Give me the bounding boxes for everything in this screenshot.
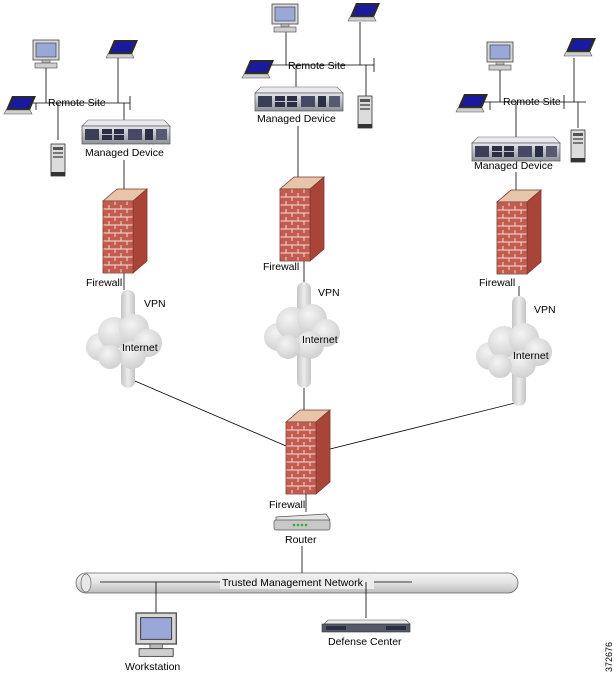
firewall-icon	[279, 176, 325, 262]
remote-site-label: Remote Site	[288, 60, 346, 72]
managed-device-icon	[471, 136, 561, 162]
managed-device-icon	[81, 119, 171, 145]
laptop-icon	[241, 59, 275, 79]
central-hub: Firewall Router	[269, 409, 331, 573]
managed-device-label: Managed Device	[257, 113, 336, 125]
server-tower-icon	[570, 129, 586, 163]
vpn-label: VPN	[534, 304, 556, 316]
internet-label: Internet	[513, 350, 549, 362]
router-label: Router	[285, 534, 317, 546]
firewall-icon	[102, 188, 148, 274]
network-label: Trusted Management Network	[222, 577, 364, 589]
desktop-monitor-icon	[271, 3, 299, 33]
desktop-monitor-icon	[32, 39, 60, 69]
desktop-monitor-icon	[486, 41, 514, 71]
cloud-icon	[264, 304, 340, 359]
firewall-label: Firewall	[86, 277, 122, 289]
server-tower-icon	[357, 95, 373, 129]
managed-device-label: Managed Device	[85, 147, 164, 159]
laptop-icon	[3, 95, 37, 115]
remote-site-label: Remote Site	[503, 96, 561, 108]
managed-device-icon	[254, 86, 344, 112]
remote-site-label: Remote Site	[48, 97, 106, 109]
site-left: Remote Site Managed Device Firewall VPN …	[3, 39, 171, 388]
laptop-icon	[455, 93, 489, 113]
laptop-icon	[105, 39, 139, 59]
defense-center-label: Defense Center	[328, 636, 402, 648]
firewall-icon	[496, 189, 542, 275]
internet-label: Internet	[302, 334, 338, 346]
trusted-management-network: Trusted Management Network	[75, 572, 519, 594]
workstation-icon	[135, 612, 177, 658]
vpn-label: VPN	[144, 298, 166, 310]
workstation-label: Workstation	[125, 661, 180, 673]
vpn-label: VPN	[318, 287, 340, 299]
managed-device-label: Managed Device	[474, 160, 553, 172]
site-center: Remote Site Managed Device Firewall VPN …	[241, 2, 381, 388]
laptop-icon	[347, 2, 381, 22]
firewall-icon	[285, 409, 331, 495]
site-right: Remote Site Managed Device Firewall VPN …	[455, 37, 597, 406]
figure-id: 372676	[604, 642, 614, 672]
laptop-icon	[563, 37, 597, 57]
firewall-label: Firewall	[479, 277, 515, 289]
defense-center-icon	[321, 619, 411, 633]
internet-label: Internet	[122, 342, 158, 354]
router-icon	[273, 513, 331, 531]
server-tower-icon	[50, 143, 66, 177]
firewall-label: Firewall	[263, 261, 299, 273]
central-firewall-label: Firewall	[269, 499, 305, 511]
